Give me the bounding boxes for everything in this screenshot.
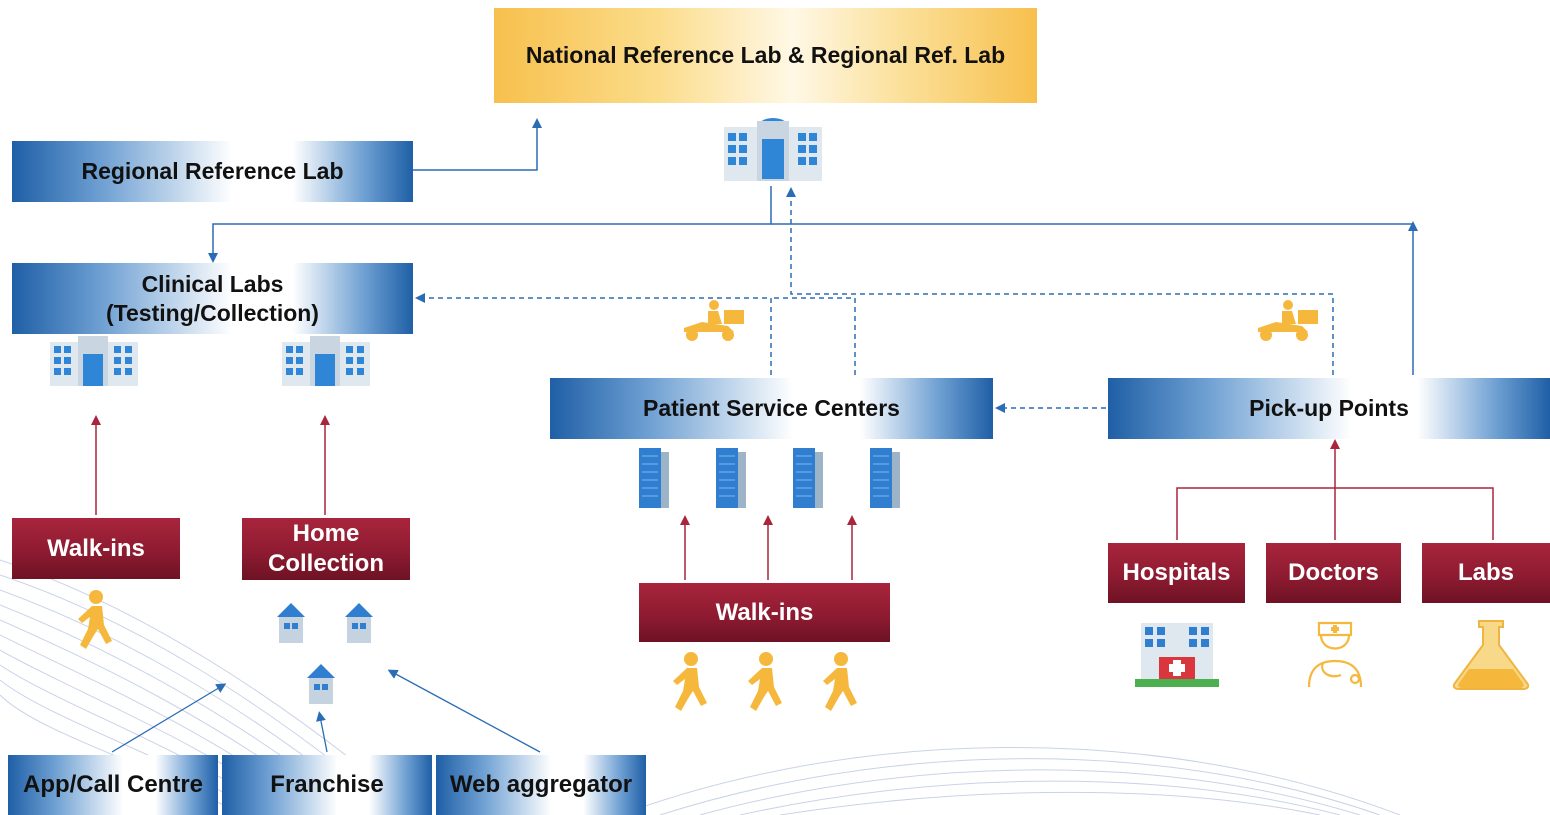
- building-icon: [50, 336, 138, 386]
- scooter-icon: [684, 300, 744, 341]
- building-icon: [282, 336, 370, 386]
- hospital-icon: [1135, 623, 1219, 687]
- house-icon: [277, 603, 305, 643]
- pickup-to-top-dashed: [786, 187, 1334, 375]
- hospitals-box: Hospitals: [1108, 543, 1245, 603]
- walker-icon: [673, 652, 707, 711]
- doctors-box: Doctors: [1266, 543, 1401, 603]
- psc-to-clinical-dashed: [415, 293, 772, 375]
- franchise-arrow: [316, 711, 328, 753]
- walker-icon: [823, 652, 857, 711]
- flask-icon: [1452, 620, 1530, 690]
- clinical-labs-box: Clinical Labs (Testing/Collection): [12, 263, 413, 334]
- app-arrow: [111, 683, 227, 753]
- scooter-icon: [1258, 300, 1318, 341]
- top-lab-box: National Reference Lab & Regional Ref. L…: [494, 8, 1037, 103]
- regional-lab-box: Regional Reference Lab: [12, 141, 413, 202]
- walkins-center-box: Walk-ins: [639, 583, 890, 642]
- building-icon: [724, 118, 822, 181]
- labs-box: Labs: [1422, 543, 1550, 603]
- sources-to-pickup-arrow: [1176, 444, 1494, 540]
- web-arrow: [387, 669, 541, 753]
- walker-icon: [748, 652, 782, 711]
- franchise-box: Franchise: [222, 755, 432, 815]
- app-call-centre-box: App/Call Centre: [8, 755, 218, 815]
- house-icon: [307, 664, 335, 704]
- tower-icon: [639, 448, 669, 508]
- regional-to-top-arrow: [413, 118, 542, 171]
- walkins-left-box: Walk-ins: [12, 518, 180, 579]
- top-to-clinical-arrow: [208, 186, 772, 263]
- web-aggregator-box: Web aggregator: [436, 755, 646, 815]
- house-icon: [345, 603, 373, 643]
- patient-service-centers-box: Patient Service Centers: [550, 378, 993, 439]
- tower-icon: [793, 448, 823, 508]
- tower-icon: [870, 448, 900, 508]
- doctor-icon: [1307, 621, 1363, 688]
- walker-icon: [78, 590, 112, 649]
- home-collection-box: Home Collection: [242, 518, 410, 580]
- tower-icon: [716, 448, 746, 508]
- pickup-points-box: Pick-up Points: [1108, 378, 1550, 439]
